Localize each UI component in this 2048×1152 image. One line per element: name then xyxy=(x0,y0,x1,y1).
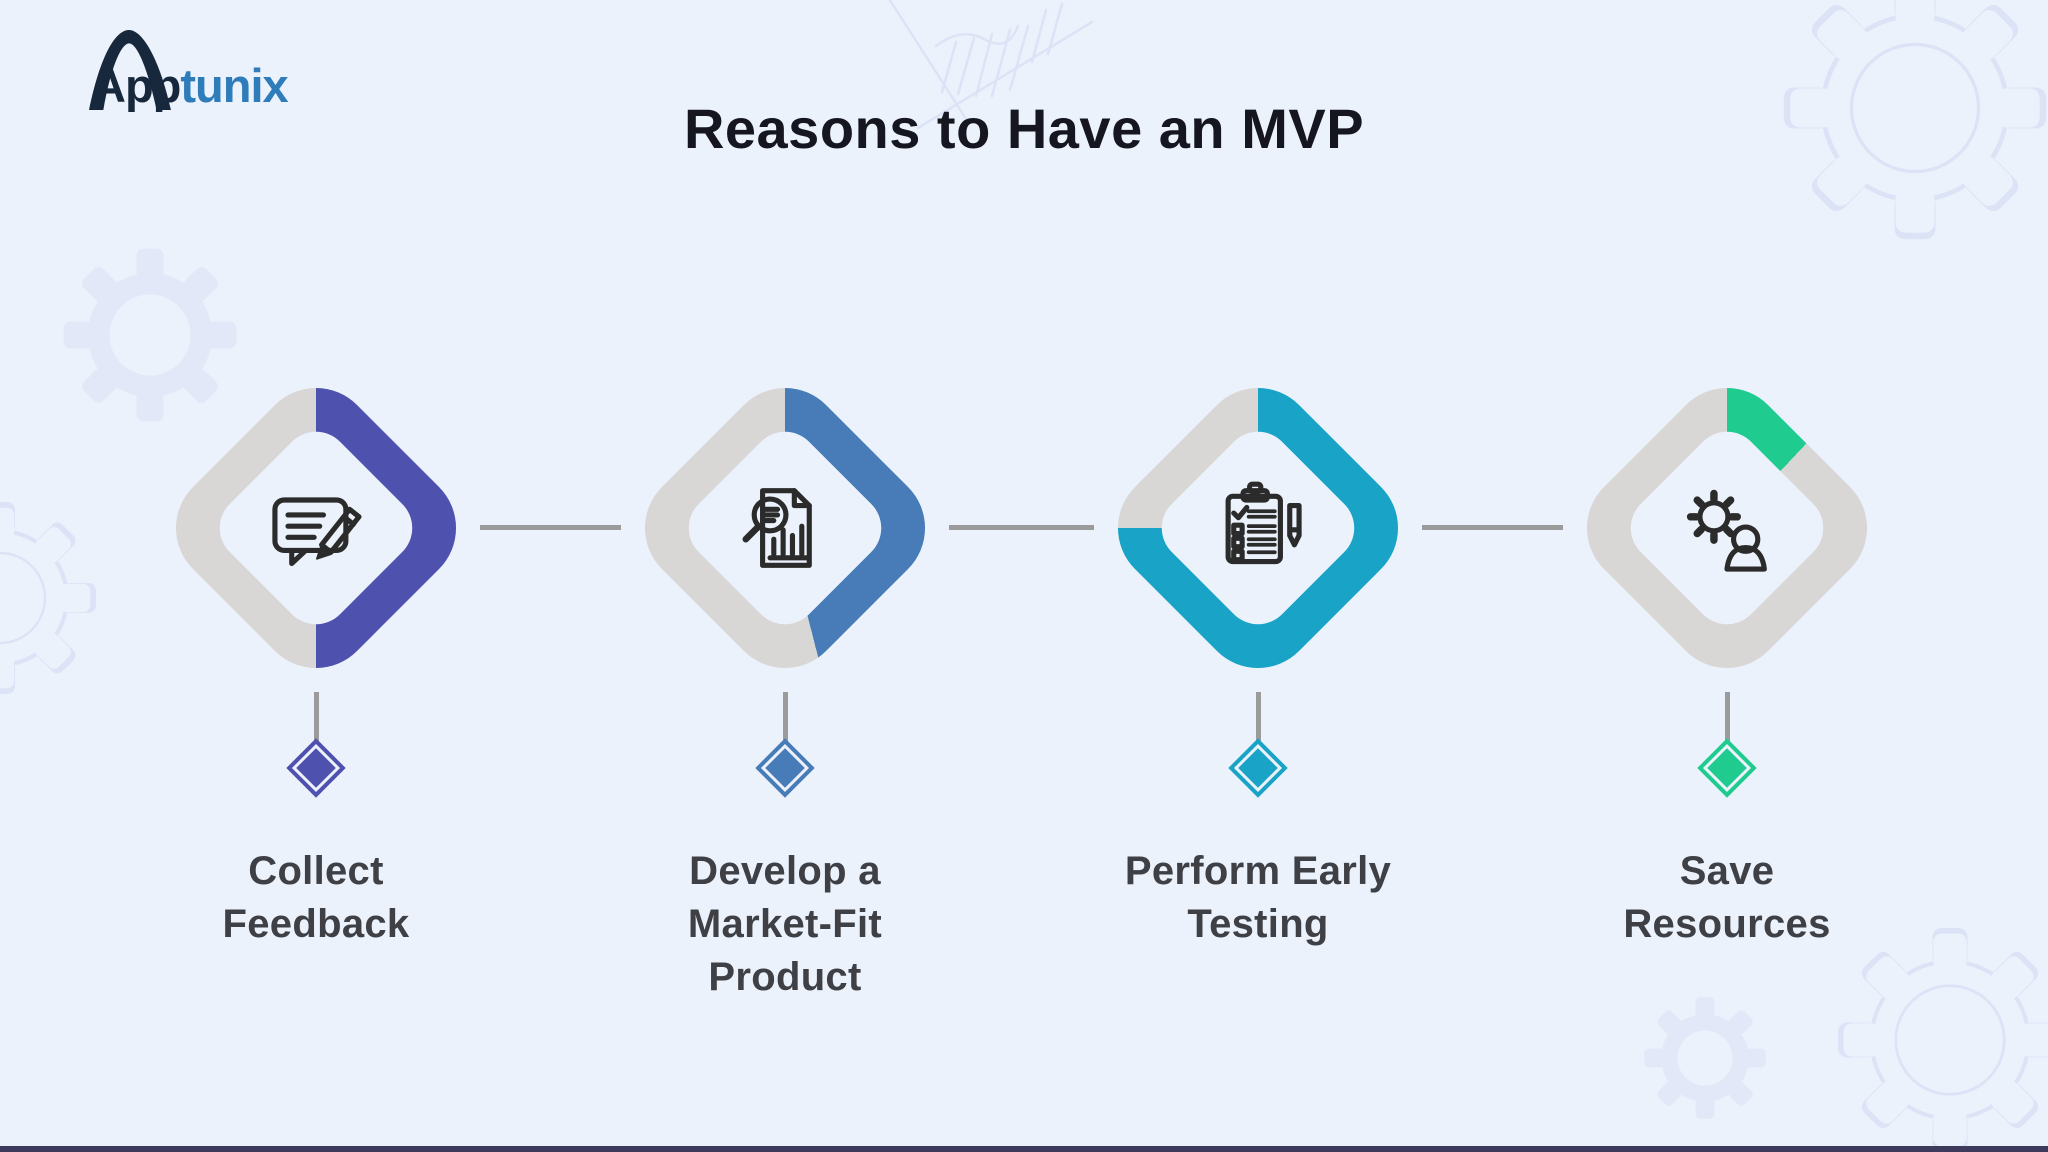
apptunix-arch-icon xyxy=(89,30,171,110)
testing-checklist-icon xyxy=(1225,481,1302,565)
gear-filled-decoration xyxy=(63,248,237,422)
connector-line xyxy=(1422,525,1563,530)
connector-line xyxy=(480,525,621,530)
progress-diamond xyxy=(1562,363,1892,693)
step-label: Develop a Market-Fit Product xyxy=(687,849,883,999)
connector-line xyxy=(783,692,788,744)
connector-line xyxy=(1725,692,1730,744)
gear-outline-decoration xyxy=(0,502,96,694)
gear-outline-decoration xyxy=(1783,0,2047,240)
connector-line xyxy=(314,692,319,744)
step-label: Perform Early Testing xyxy=(1124,849,1392,946)
progress-diamond xyxy=(151,363,481,693)
connector-line xyxy=(949,525,1094,530)
connector-line xyxy=(1256,692,1261,744)
progress-diamond xyxy=(1093,363,1423,693)
feedback-chat-pencil-icon xyxy=(272,497,362,567)
title-highlight: MVP xyxy=(1241,97,1365,160)
apptunix-logo: Apptunix xyxy=(76,30,376,126)
logo-text-dark: App xyxy=(92,59,181,112)
diamond-inner xyxy=(674,417,896,639)
logo-text-accent: tunix xyxy=(180,59,288,112)
gear-outline-decoration xyxy=(1838,928,2048,1152)
page-title: Reasons to Have an MVP xyxy=(0,96,2048,161)
gear-person-icon xyxy=(1686,489,1767,572)
market-research-document-icon xyxy=(742,488,812,568)
apptunix-wordmark: Apptunix xyxy=(92,58,289,113)
title-prefix: Reasons to Have an xyxy=(683,97,1242,160)
diamond-inner xyxy=(205,417,427,639)
progress-diamond xyxy=(620,363,950,693)
gear-filled-decoration xyxy=(1644,997,1766,1119)
step-label: Collect Feedback xyxy=(222,849,410,946)
diamond-inner xyxy=(1147,417,1369,639)
bottom-edge-bar xyxy=(0,1146,2048,1152)
diamond-inner xyxy=(1616,417,1838,639)
sketch-lines-decoration xyxy=(888,0,1094,130)
step-label: Save Resources xyxy=(1623,849,1831,946)
